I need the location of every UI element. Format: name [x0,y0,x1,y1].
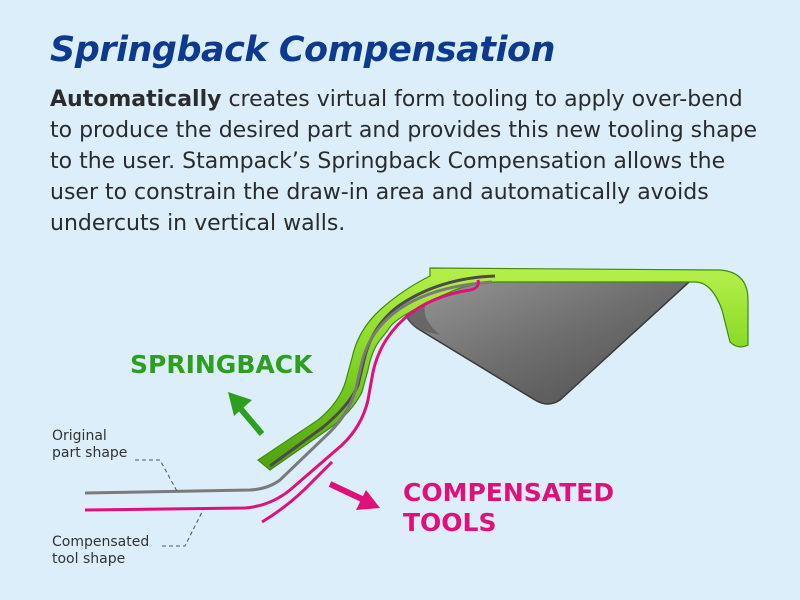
compensated-tool-shape-line1: Compensated [52,534,150,550]
original-part-shape-label: Original part shape [52,428,127,462]
original-part-shape-line1: Original [52,428,107,444]
green-die [256,267,749,471]
original-leader [135,459,179,494]
compensated-leader [162,509,204,547]
description: Automatically creates virtual form tooli… [50,84,760,239]
description-lead: Automatically [50,87,222,112]
original-part-shape-line2: part shape [52,445,128,461]
springback-arrow [228,392,265,436]
compensated-tool-line [84,279,480,512]
compensated-tools-label: COMPENSATED TOOLS [403,478,615,537]
page-title: Springback Compensation [50,30,555,70]
springback-label: SPRINGBACK [130,350,313,379]
compensated-tool-shape-line2: tool shape [52,551,126,567]
original-part-line [84,280,493,495]
description-body: creates virtual form tooling to apply ov… [50,87,758,236]
compensated-tool-shape-label: Compensated tool shape [52,534,149,568]
compensated-tool-line-lower [261,460,334,524]
compensated-arrow [328,481,380,510]
